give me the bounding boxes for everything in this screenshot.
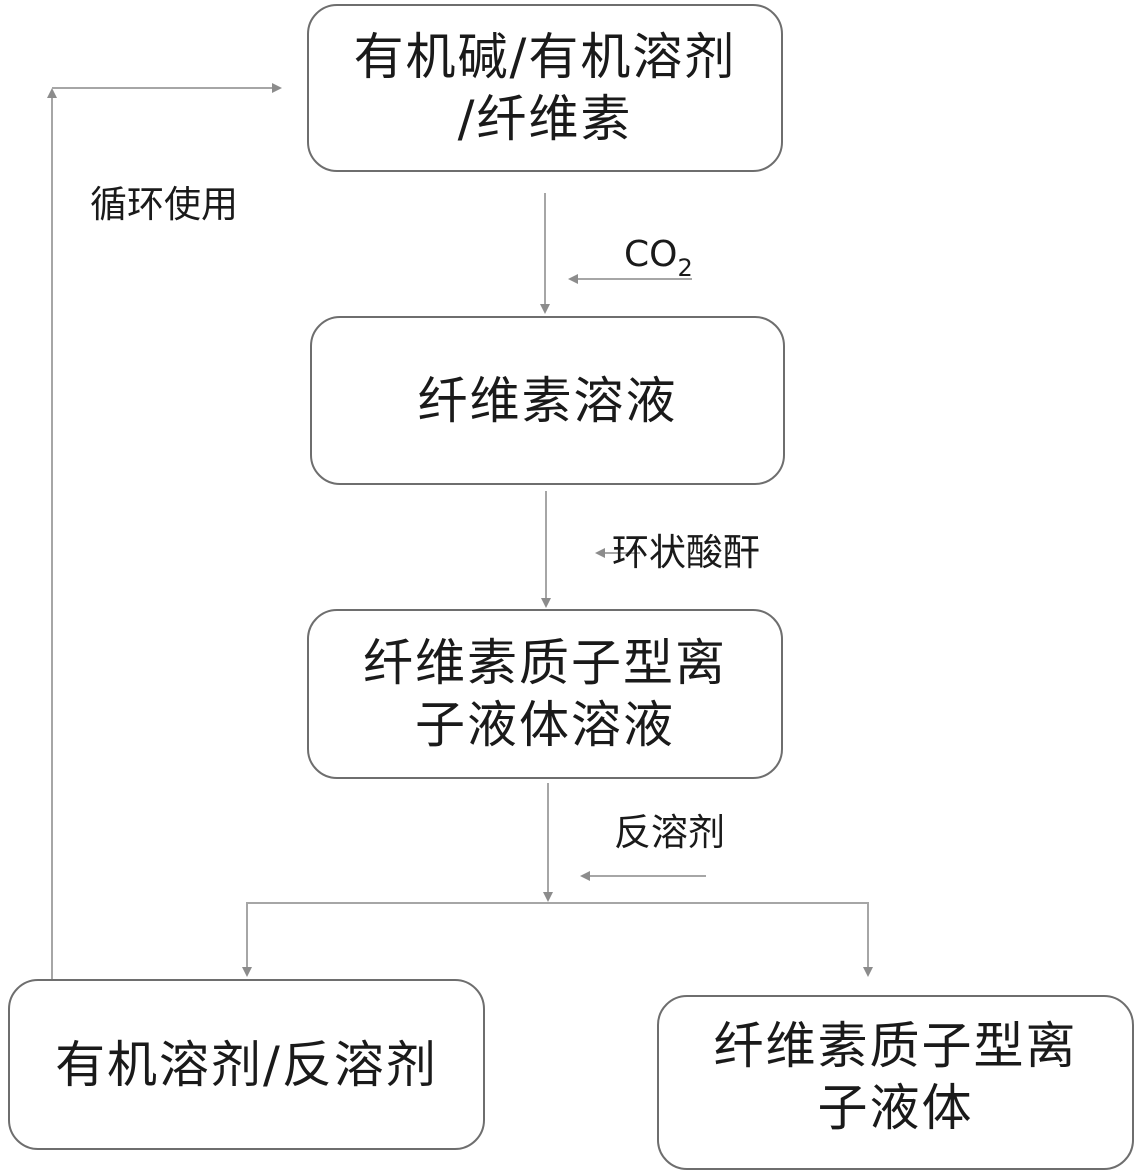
node-text-line: 纤维素溶液 [417, 371, 678, 430]
node-text-line: 纤维素质子型离 [713, 1016, 1078, 1075]
arrow-split-to-recycled [242, 902, 548, 977]
co2-subscript: 2 [677, 254, 693, 282]
node-text-line: 有机碱/有机溶剂 [353, 28, 737, 86]
label-cyclic-anhydride: 环状酸酐 [612, 531, 760, 574]
node-raw-materials: 有机碱/有机溶剂 /纤维素 [307, 4, 783, 172]
label-antisolvent: 反溶剂 [614, 811, 725, 854]
node-text-line: 子液体溶液 [415, 696, 675, 754]
label-recycle: 循环使用 [90, 183, 238, 226]
node-pil-solution: 纤维素质子型离 子液体溶液 [307, 609, 783, 779]
node-text-line: 有机溶剂/反溶剂 [55, 1035, 438, 1094]
label-co2: CO2 [624, 234, 693, 289]
node-cellulose-solution: 纤维素溶液 [310, 316, 785, 485]
arrow-split-to-product [548, 902, 873, 977]
node-text-line: 子液体 [817, 1078, 974, 1137]
node-recycled-solvents: 有机溶剂/反溶剂 [8, 979, 485, 1150]
node-text-line: /纤维素 [457, 90, 633, 148]
node-product: 纤维素质子型离 子液体 [657, 995, 1134, 1170]
co2-main: CO [624, 234, 678, 275]
node-text-line: 纤维素质子型离 [363, 634, 727, 692]
